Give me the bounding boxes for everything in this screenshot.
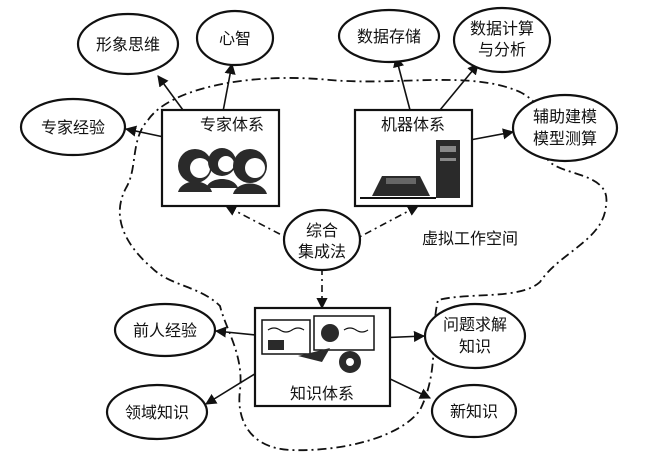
- machine-system-box: 机器体系: [353, 108, 474, 208]
- node-xingxiang-label: 形象思维: [96, 35, 160, 54]
- node-wenti: 问题求解 知识: [423, 302, 527, 370]
- node-fuzhu: 辅助建模 模型测算: [511, 93, 619, 163]
- documents-icon: [261, 315, 375, 373]
- center-line2: 集成法: [298, 242, 346, 261]
- node-cunchu: 数据存储: [337, 8, 441, 64]
- node-jisuan: 数据计算 与分析: [452, 6, 552, 74]
- dash-center-to-machine: [349, 205, 419, 243]
- knowledge-system-box: 知识体系: [253, 306, 392, 408]
- node-fuzhu-line2: 模型测算: [533, 129, 597, 148]
- node-jisuan-line2: 与分析: [478, 40, 526, 59]
- virtual-workspace-label: 虚拟工作空间: [422, 229, 518, 248]
- node-xinzhi-label: 心智: [219, 29, 251, 48]
- node-lingyu: 领域知识: [105, 383, 209, 441]
- arrow-machine-to-jisuan: [439, 63, 479, 111]
- center-line1: 综合: [306, 221, 338, 240]
- node-xinzhishi-label: 新知识: [450, 402, 498, 421]
- knowledge-system-label: 知识体系: [290, 384, 354, 403]
- arrow-machine-to-fuzhu: [469, 128, 515, 141]
- node-xingxiang: 形象思维: [76, 12, 180, 76]
- node-jisuan-line1: 数据计算: [470, 19, 534, 38]
- node-xinzhishi: 新知识: [430, 383, 518, 439]
- node-zhuanjia: 专家经验: [19, 97, 127, 157]
- people-icon: [178, 148, 267, 194]
- computer-icon: [360, 140, 460, 199]
- virtual-workspace-boundary: [118, 77, 608, 452]
- node-qianren: 前人经验: [113, 302, 217, 358]
- node-wenti-line2: 知识: [459, 337, 491, 356]
- node-fuzhu-line1: 辅助建模: [533, 107, 597, 126]
- expert-system-box: 专家体系: [160, 108, 281, 208]
- node-xinzhi: 心智: [195, 9, 275, 67]
- node-zhuanjia-label: 专家经验: [41, 118, 105, 137]
- center-node: 综合 集成法: [282, 208, 362, 272]
- node-cunchu-label: 数据存储: [357, 27, 421, 46]
- machine-system-label: 机器体系: [381, 115, 445, 134]
- expert-system-label: 专家体系: [200, 115, 264, 134]
- node-lingyu-label: 领域知识: [125, 403, 189, 422]
- node-qianren-label: 前人经验: [133, 321, 197, 340]
- node-wenti-line1: 问题求解: [443, 315, 507, 334]
- arrow-machine-to-cunchu: [393, 55, 411, 111]
